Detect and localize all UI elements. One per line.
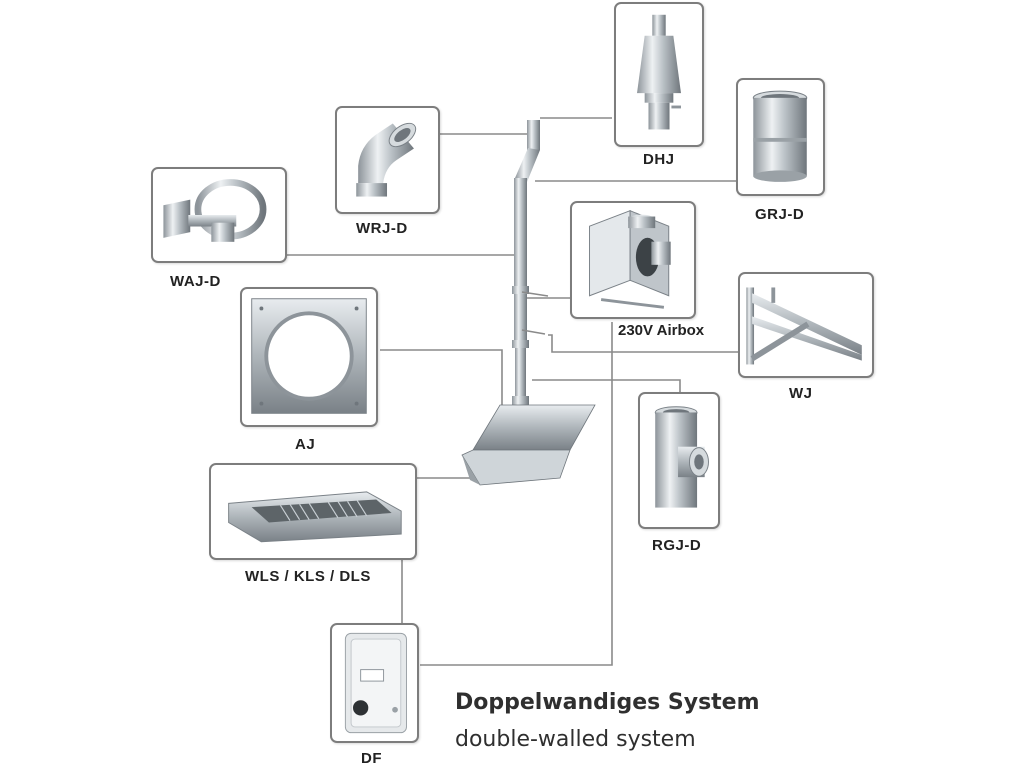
airbox-fan-icon <box>589 210 671 309</box>
label-grj-d: GRJ-D <box>755 206 805 223</box>
product-hood-box[interactable] <box>209 463 417 560</box>
elbow-pipe-icon <box>356 122 417 197</box>
line-aj <box>380 349 503 418</box>
wall-plate-icon <box>251 298 367 414</box>
product-aj-box[interactable] <box>240 287 378 427</box>
line-rgj-d <box>532 379 681 392</box>
pipe-bracket <box>521 291 549 335</box>
label-aj: AJ <box>295 436 316 453</box>
product-wj-box[interactable] <box>738 272 874 378</box>
label-df: DF <box>361 750 382 767</box>
label-wj: WJ <box>789 385 813 402</box>
wall-console-icon <box>746 287 862 365</box>
product-grj-d-box[interactable] <box>736 78 825 196</box>
kitchen-hood-icon <box>228 491 402 543</box>
product-wrj-d-box[interactable] <box>335 106 440 214</box>
product-df-box[interactable] <box>330 623 419 743</box>
product-waj-d-box[interactable] <box>151 167 287 263</box>
product-dhj-box[interactable] <box>614 2 704 147</box>
connector-lines <box>287 117 738 666</box>
wall-bracket-icon <box>163 179 267 242</box>
product-airbox-box[interactable] <box>570 201 696 319</box>
label-wrj-d: WRJ-D <box>356 220 408 237</box>
straight-pipe-icon <box>752 90 808 182</box>
label-rgj-d: RGJ-D <box>652 537 702 554</box>
label-dhj: DHJ <box>643 151 675 168</box>
tee-pipe-icon <box>654 406 709 508</box>
line-df-airbox <box>420 322 613 666</box>
label-airbox: 230V Airbox <box>618 322 705 339</box>
diagram-subtitle: double-walled system <box>455 727 696 752</box>
label-waj-d: WAJ-D <box>170 273 221 290</box>
diagram-title: Doppelwandiges System <box>455 690 760 715</box>
label-hood: WLS / KLS / DLS <box>245 568 371 585</box>
product-rgj-d-box[interactable] <box>638 392 720 529</box>
rain-cap-icon <box>637 14 681 130</box>
chimney-assembly <box>461 120 596 486</box>
speed-controller-icon <box>344 632 407 734</box>
line-wj <box>548 334 738 353</box>
